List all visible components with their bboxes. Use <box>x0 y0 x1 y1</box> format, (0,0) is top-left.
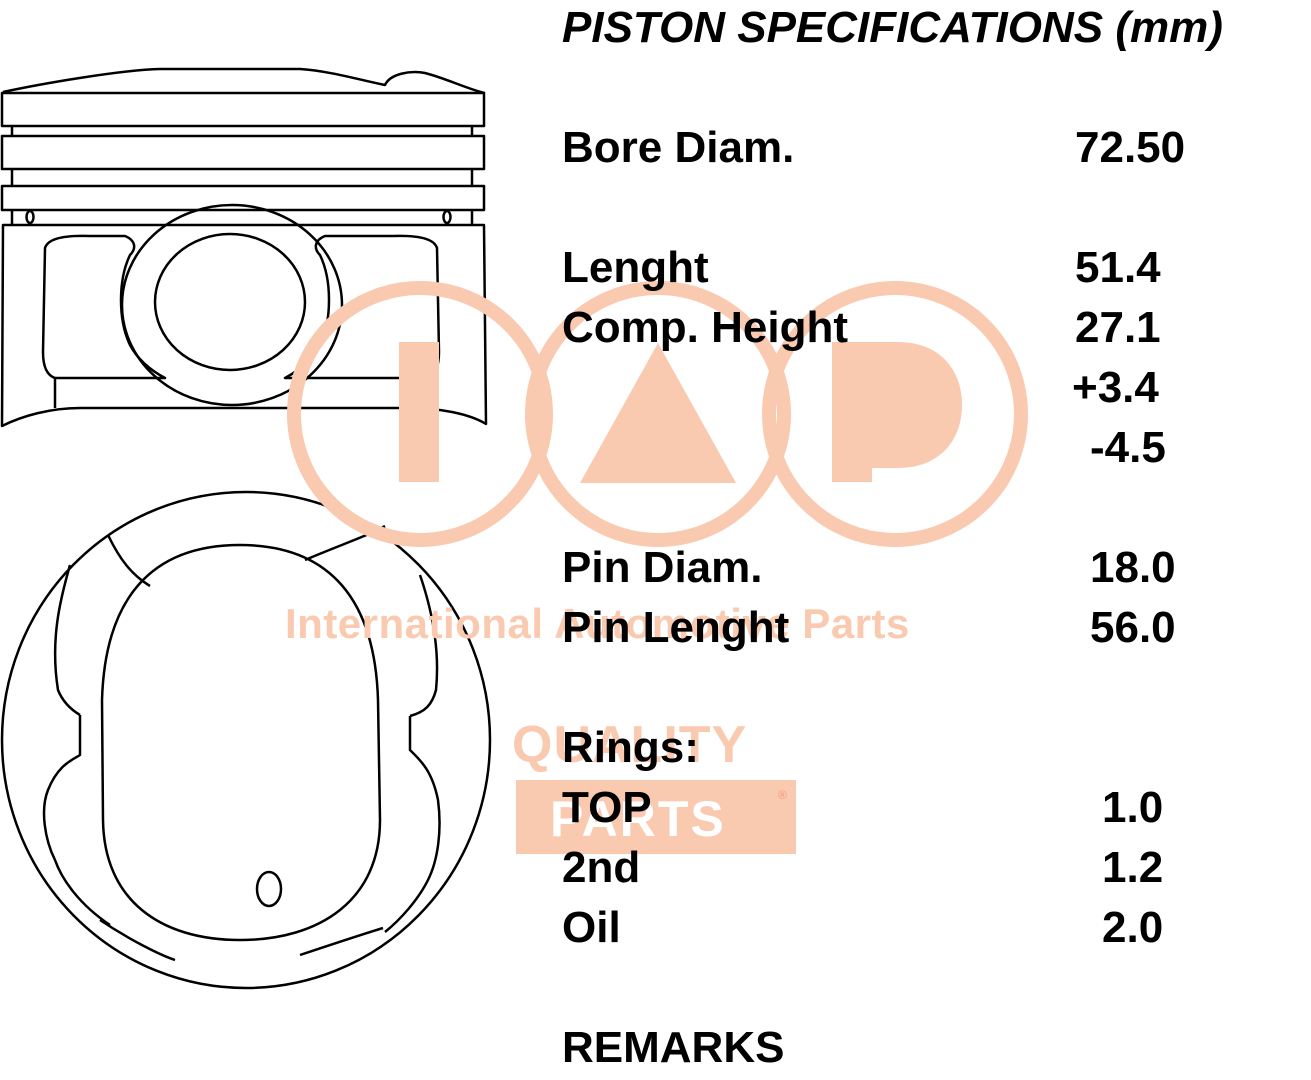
piston-top-view-icon <box>0 490 492 990</box>
ring-top-value: 1.0 <box>1102 783 1164 832</box>
comp-height-label: Comp. Height <box>562 303 848 352</box>
logo-letter-a-icon <box>580 343 736 483</box>
ring-top-label: TOP <box>562 783 652 832</box>
piston-drawings <box>0 67 492 990</box>
watermark-tagline: International Automotive Parts <box>285 600 910 647</box>
piston-side-view-icon <box>0 67 488 428</box>
ring-second-value: 1.2 <box>1102 843 1164 892</box>
rings-label: Rings: <box>562 723 699 772</box>
pin-diam-value: 18.0 <box>1090 543 1176 592</box>
length-value: 51.4 <box>1075 243 1161 292</box>
pin-length-label: Pin Lenght <box>562 603 790 652</box>
comp-height-value: 27.1 <box>1075 303 1161 352</box>
pin-diam-label: Pin Diam. <box>562 543 763 592</box>
watermark-parts: PARTS <box>550 791 726 847</box>
tolerance-plus: +3.4 <box>1072 363 1159 412</box>
page-title: PISTON SPECIFICATIONS (mm) <box>562 3 1223 52</box>
watermark-parts-box <box>516 780 796 854</box>
watermark-quality: QUALITY <box>512 716 748 774</box>
length-label: Lenght <box>562 243 709 292</box>
logo-letter-p-icon <box>832 342 962 482</box>
bore-value: 72.50 <box>1075 123 1186 172</box>
ring-oil-value: 2.0 <box>1102 903 1164 952</box>
watermark-registered: ® <box>778 788 787 802</box>
bore-label: Bore Diam. <box>562 123 795 172</box>
ring-oil-label: Oil <box>562 903 621 952</box>
pin-length-value: 56.0 <box>1090 603 1176 652</box>
remarks-label: REMARKS <box>562 1023 785 1072</box>
ring-second-label: 2nd <box>562 843 641 892</box>
tolerance-minus: -4.5 <box>1090 423 1166 472</box>
